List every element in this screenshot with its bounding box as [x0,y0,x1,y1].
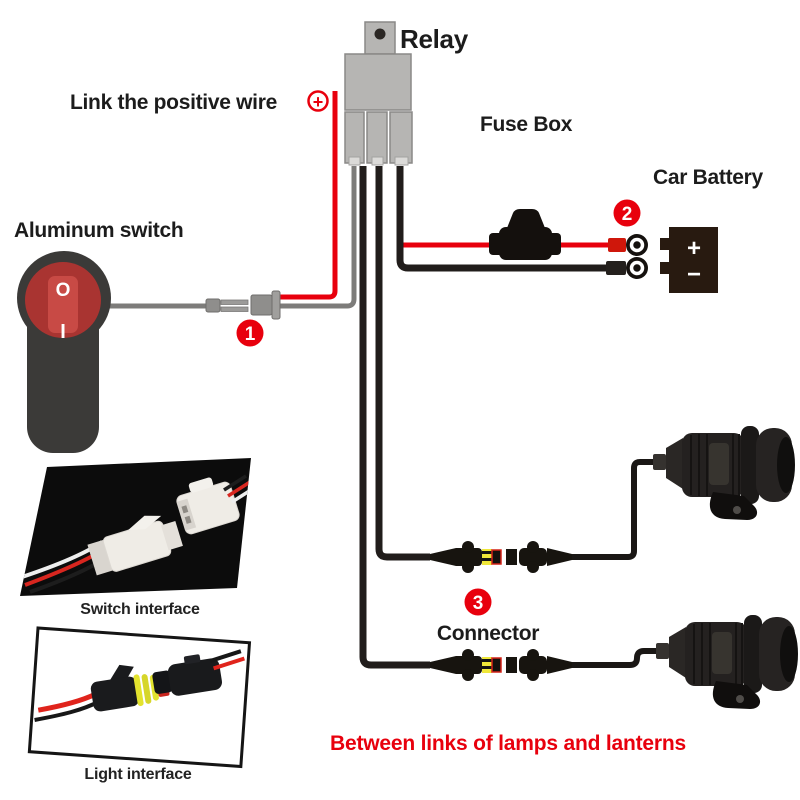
lamp2-connector [429,648,573,682]
badge-3-number: 3 [473,593,484,614]
badge-2-number: 2 [622,204,633,225]
car-battery: + − [660,227,718,293]
switch-off-mark: O [56,280,71,301]
battery-body [669,227,718,293]
connector-label: Connector [437,622,539,645]
badge-2: 2 [613,199,641,227]
badge-3: 3 [464,588,492,616]
rocker-switch[interactable] [48,276,78,333]
positive-wire [280,91,338,300]
ring-terminals [606,234,648,279]
light-interface-inset [27,626,252,769]
battery-minus-mark: − [687,261,701,288]
switch-interface-inset [20,458,251,596]
light-interface-caption: Light interface [84,766,192,783]
relay-label: Relay [400,24,469,54]
positive-plus-icon: + [307,90,329,112]
switch-on-mark: I [60,321,66,343]
bottom-note: Between links of lamps and lanterns [330,732,686,755]
aluminum-switch: O I [17,251,111,453]
aluminum-switch-label: Aluminum switch [14,219,183,242]
battery-plus-mark: + [687,235,701,262]
switch-quick-connector [205,290,281,320]
svg-text:+: + [313,92,324,112]
fog-lamp-1 [652,425,796,521]
lamp2-lead-wire [570,648,666,668]
relay-pilot-dot [374,28,386,40]
lamp1-feed-wire [375,166,430,561]
battery-ground-wire [396,166,612,272]
link-positive-label: Link the positive wire [70,91,277,114]
fog-lamp-2 [655,614,799,710]
car-battery-label: Car Battery [653,166,764,189]
relay-trigger-wire [280,166,357,309]
badge-1: 1 [236,319,264,347]
badge-1-number: 1 [245,324,256,345]
relay [344,21,413,166]
wiring-harness [100,91,666,669]
fuse-box-label: Fuse Box [480,113,573,136]
lamp1-connector [429,540,573,574]
switch-interface-caption: Switch interface [80,601,200,618]
lamp2-feed-wire [359,166,430,669]
lamp1-lead-wire [570,459,662,560]
fuse-holder [489,209,561,260]
